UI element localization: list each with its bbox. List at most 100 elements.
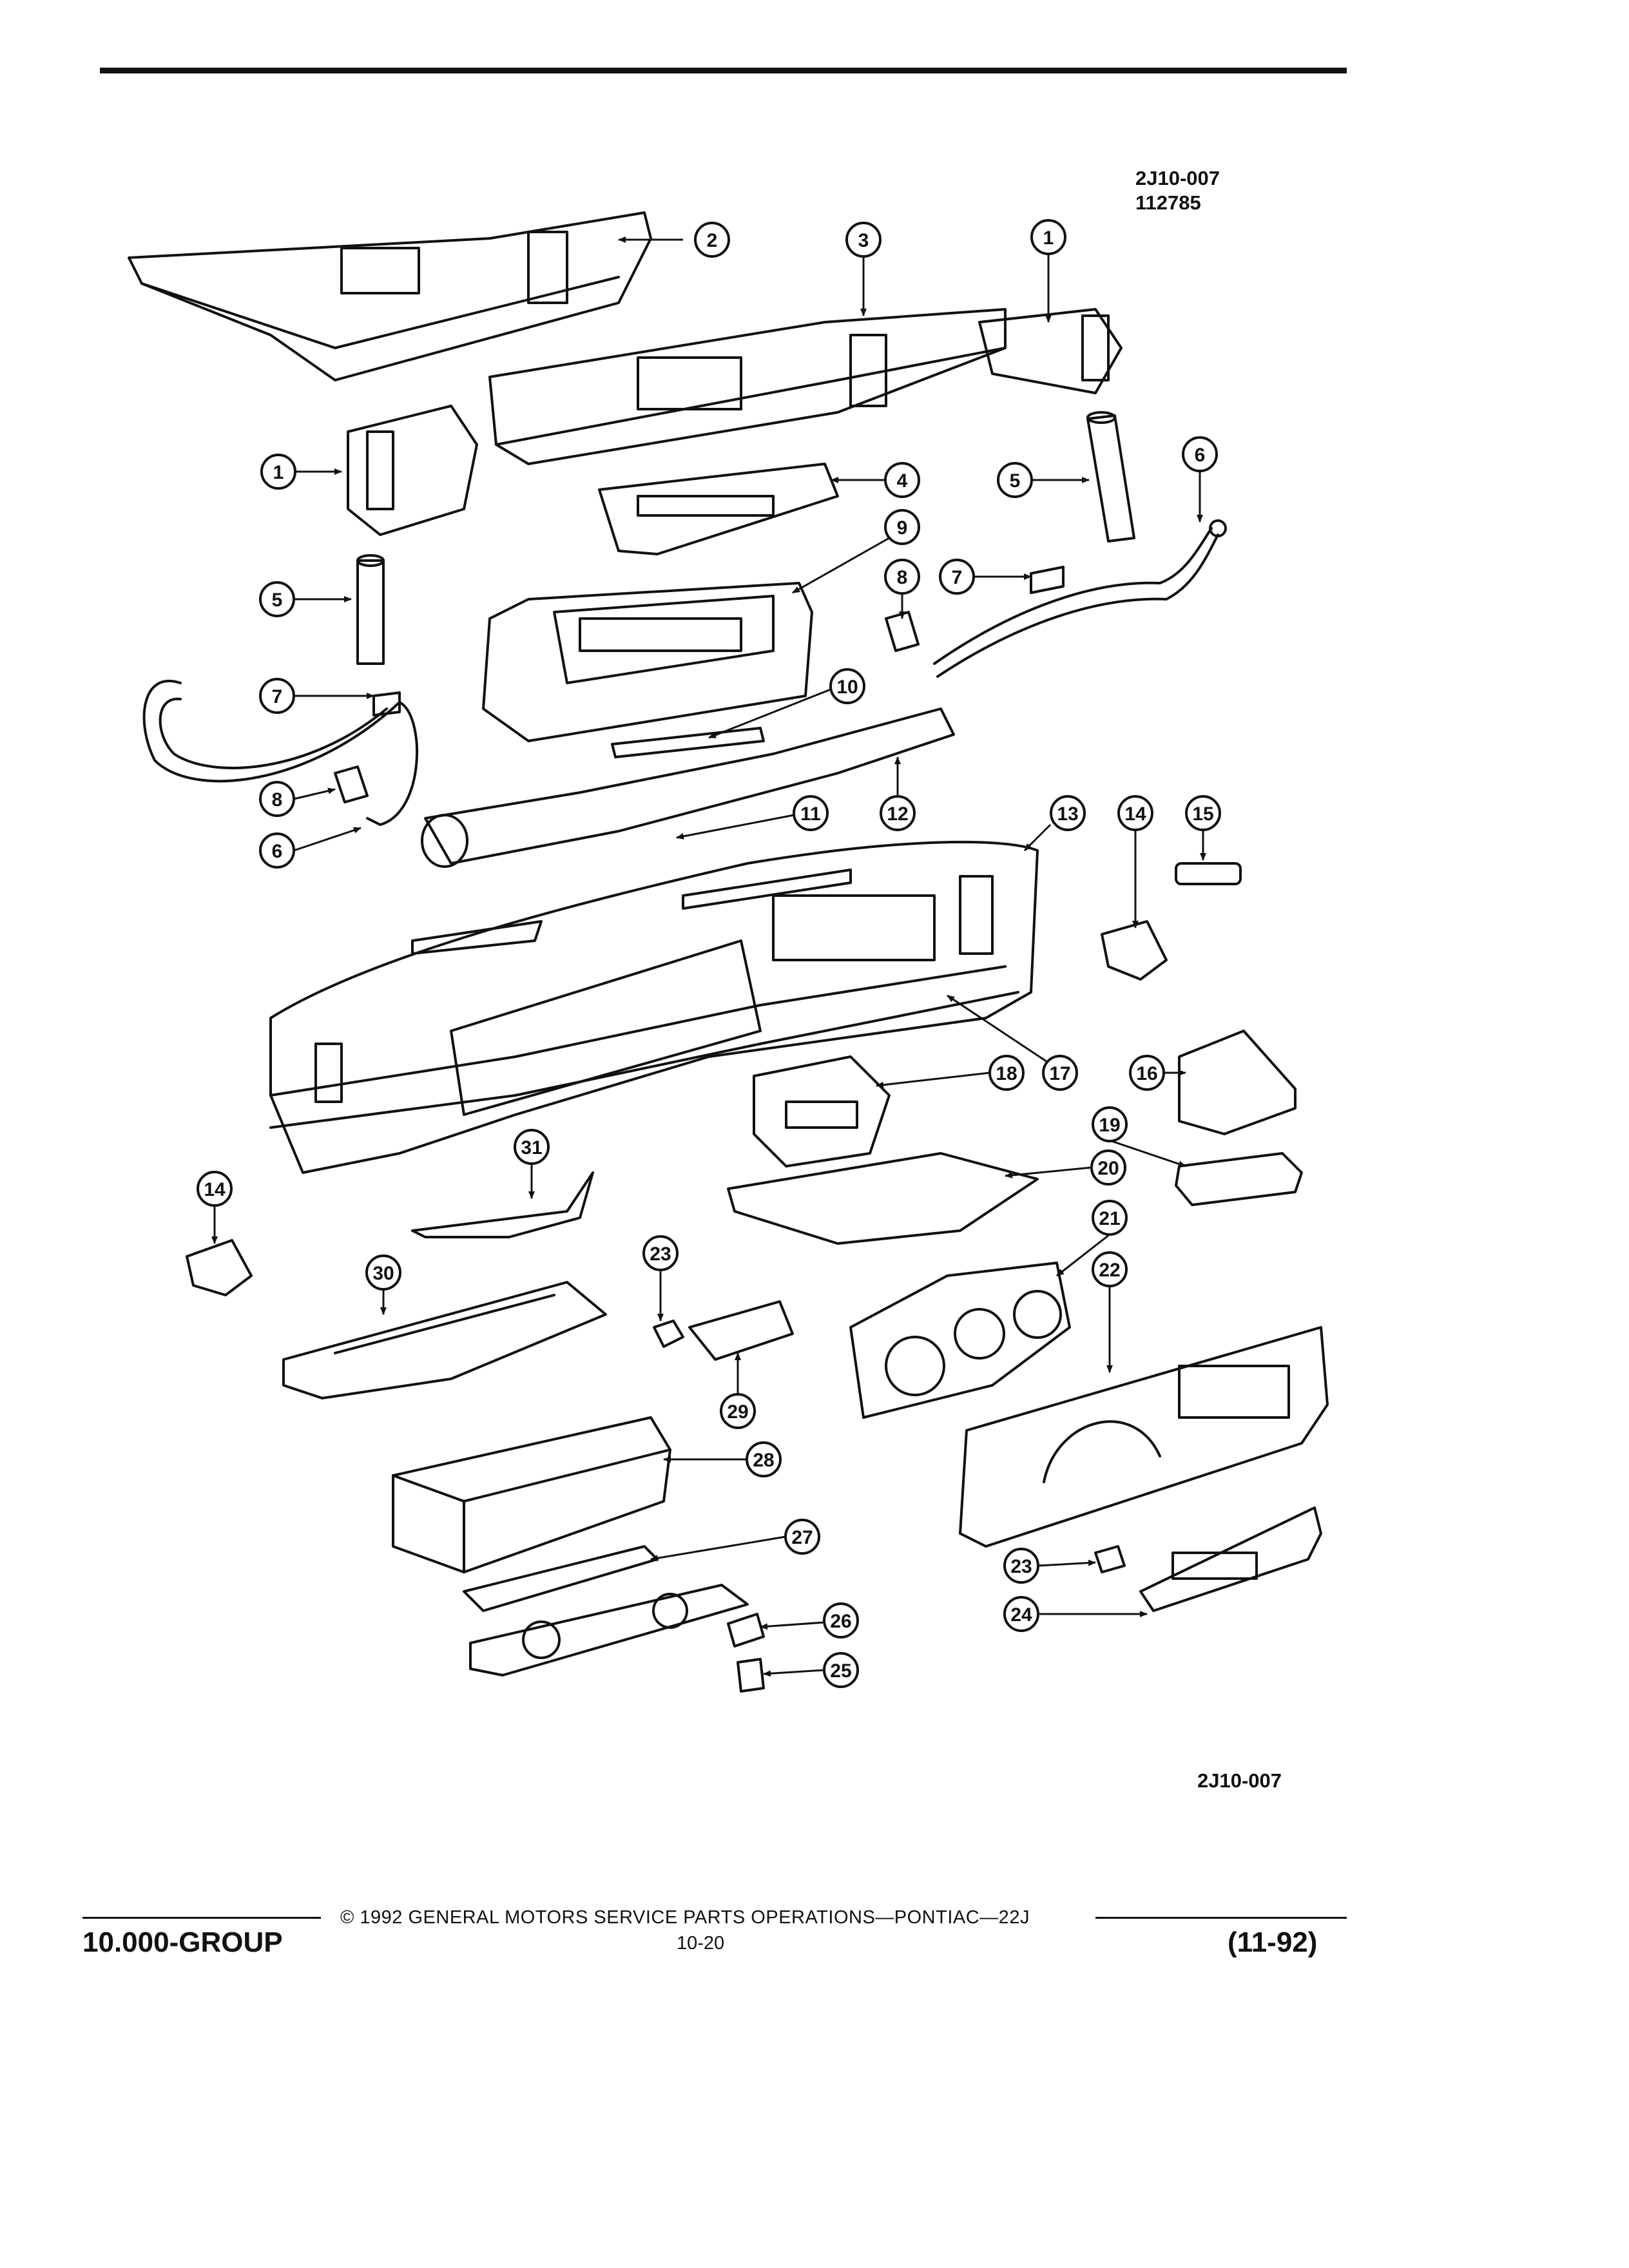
callout-circle	[1092, 1200, 1128, 1236]
callout-circle	[939, 559, 975, 595]
callout-14: 14	[197, 1171, 233, 1244]
leader-arrow	[947, 994, 1048, 1063]
callout-12: 12	[880, 756, 916, 831]
callout-circle	[1003, 1548, 1039, 1584]
switch-knob-left-drawing	[653, 1320, 684, 1348]
module-drawing	[1175, 1152, 1303, 1206]
callout-circle	[784, 1519, 820, 1555]
bumper-drawing	[737, 1658, 765, 1693]
callout-circle	[260, 454, 296, 490]
bracket-drawing	[727, 1152, 1039, 1245]
callout-number: 5	[272, 590, 283, 611]
callout-number: 13	[1057, 803, 1078, 825]
callout-circle	[514, 1129, 550, 1165]
callout-circle	[1092, 1251, 1128, 1287]
footer-rule-right	[1095, 1917, 1347, 1919]
lower-trim-panel-drawing	[282, 1281, 607, 1399]
callout-number: 4	[897, 470, 908, 492]
outlet-duct-left-drawing	[347, 405, 478, 536]
callout-number: 17	[1049, 1063, 1070, 1084]
callout-17: 17	[947, 994, 1078, 1091]
callout-number: 10	[836, 677, 858, 698]
callout-circle	[694, 222, 730, 258]
callout-number: 31	[521, 1137, 542, 1158]
instrument-cluster-drawing	[849, 1262, 1071, 1419]
callout-24: 24	[1003, 1596, 1148, 1632]
callout-circle	[988, 1055, 1025, 1091]
leader-arrow	[1056, 1233, 1110, 1277]
air-outlet-left-drawing	[186, 1239, 253, 1296]
callout-number: 14	[204, 1179, 226, 1200]
leader-arrow	[876, 1072, 990, 1088]
leader-arrow	[1023, 823, 1052, 852]
storage-compartment-drawing	[392, 1416, 671, 1573]
tube-right-drawing	[1086, 411, 1135, 543]
callout-number: 1	[273, 462, 284, 483]
footer-group: 10.000-GROUP	[82, 1927, 283, 1958]
callout-number: 7	[272, 686, 283, 707]
door-outer-drawing	[469, 1584, 749, 1677]
callout-number: 19	[1099, 1115, 1120, 1136]
callout-20: 20	[1005, 1149, 1126, 1186]
callout-circle	[1185, 795, 1221, 831]
callout-18: 18	[876, 1055, 1025, 1091]
callout-circle	[1182, 436, 1218, 472]
callout-circle	[259, 678, 295, 714]
leader-arrow	[760, 1621, 825, 1630]
instrument-panel-drawing	[269, 840, 1039, 1174]
callout-circle	[259, 781, 295, 817]
callout-number: 7	[952, 567, 963, 588]
callout-4: 4	[831, 462, 920, 498]
support-drawing	[411, 1171, 594, 1238]
callout-number: 23	[650, 1244, 671, 1265]
callout-number: 24	[1010, 1604, 1032, 1626]
callout-number: 20	[1097, 1158, 1119, 1179]
leader-arrow	[293, 827, 361, 852]
switch-knob-right-drawing	[1094, 1545, 1126, 1573]
callout-15: 15	[1185, 795, 1221, 861]
callout-8: 8	[884, 559, 920, 619]
callout-6: 6	[259, 827, 361, 869]
callout-circle	[365, 1254, 401, 1291]
callout-31: 31	[514, 1129, 550, 1199]
callout-2: 2	[618, 222, 730, 258]
footer-rule-left	[82, 1917, 321, 1919]
callout-circle	[642, 1235, 679, 1271]
heater-control-drawing	[753, 1055, 891, 1168]
callout-number: 3	[858, 230, 869, 251]
leader-arrow	[676, 814, 795, 840]
tube-left-drawing	[356, 554, 385, 665]
callout-number: 21	[1099, 1208, 1120, 1229]
air-outlet-right-drawing	[1101, 920, 1168, 981]
leader-arrow	[1005, 1166, 1092, 1178]
latch-drawing	[727, 1613, 765, 1648]
callout-14: 14	[1117, 795, 1153, 928]
callout-circle	[1050, 795, 1086, 831]
callout-23: 23	[642, 1235, 679, 1321]
callout-5: 5	[997, 462, 1090, 498]
callout-13: 13	[1023, 795, 1086, 852]
callout-21: 21	[1056, 1200, 1128, 1277]
clamp-right-drawing	[1030, 566, 1065, 594]
callout-circle	[880, 795, 916, 831]
callout-10: 10	[708, 668, 865, 739]
switch-drawing	[1175, 862, 1242, 885]
callout-23: 23	[1003, 1548, 1096, 1584]
callout-circle	[746, 1441, 782, 1477]
footer-revision-date: (11-92)	[1228, 1927, 1318, 1958]
callout-7: 7	[939, 559, 1032, 595]
callout-circle	[1090, 1149, 1126, 1186]
leader-arrow	[1109, 1139, 1186, 1168]
callout-26: 26	[760, 1602, 859, 1639]
outlet-duct-right-drawing	[978, 308, 1123, 394]
callout-30: 30	[365, 1254, 401, 1315]
footer-copyright: © 1992 GENERAL MOTORS SERVICE PARTS OPER…	[340, 1907, 1030, 1928]
callout-number: 8	[897, 567, 908, 588]
callout-22: 22	[1092, 1251, 1128, 1373]
callout-number: 14	[1124, 803, 1146, 825]
callout-11: 11	[676, 795, 829, 840]
callout-circle	[1117, 795, 1153, 831]
illustration-code: 2J10-007	[1135, 167, 1220, 189]
callout-circle	[1092, 1106, 1128, 1142]
